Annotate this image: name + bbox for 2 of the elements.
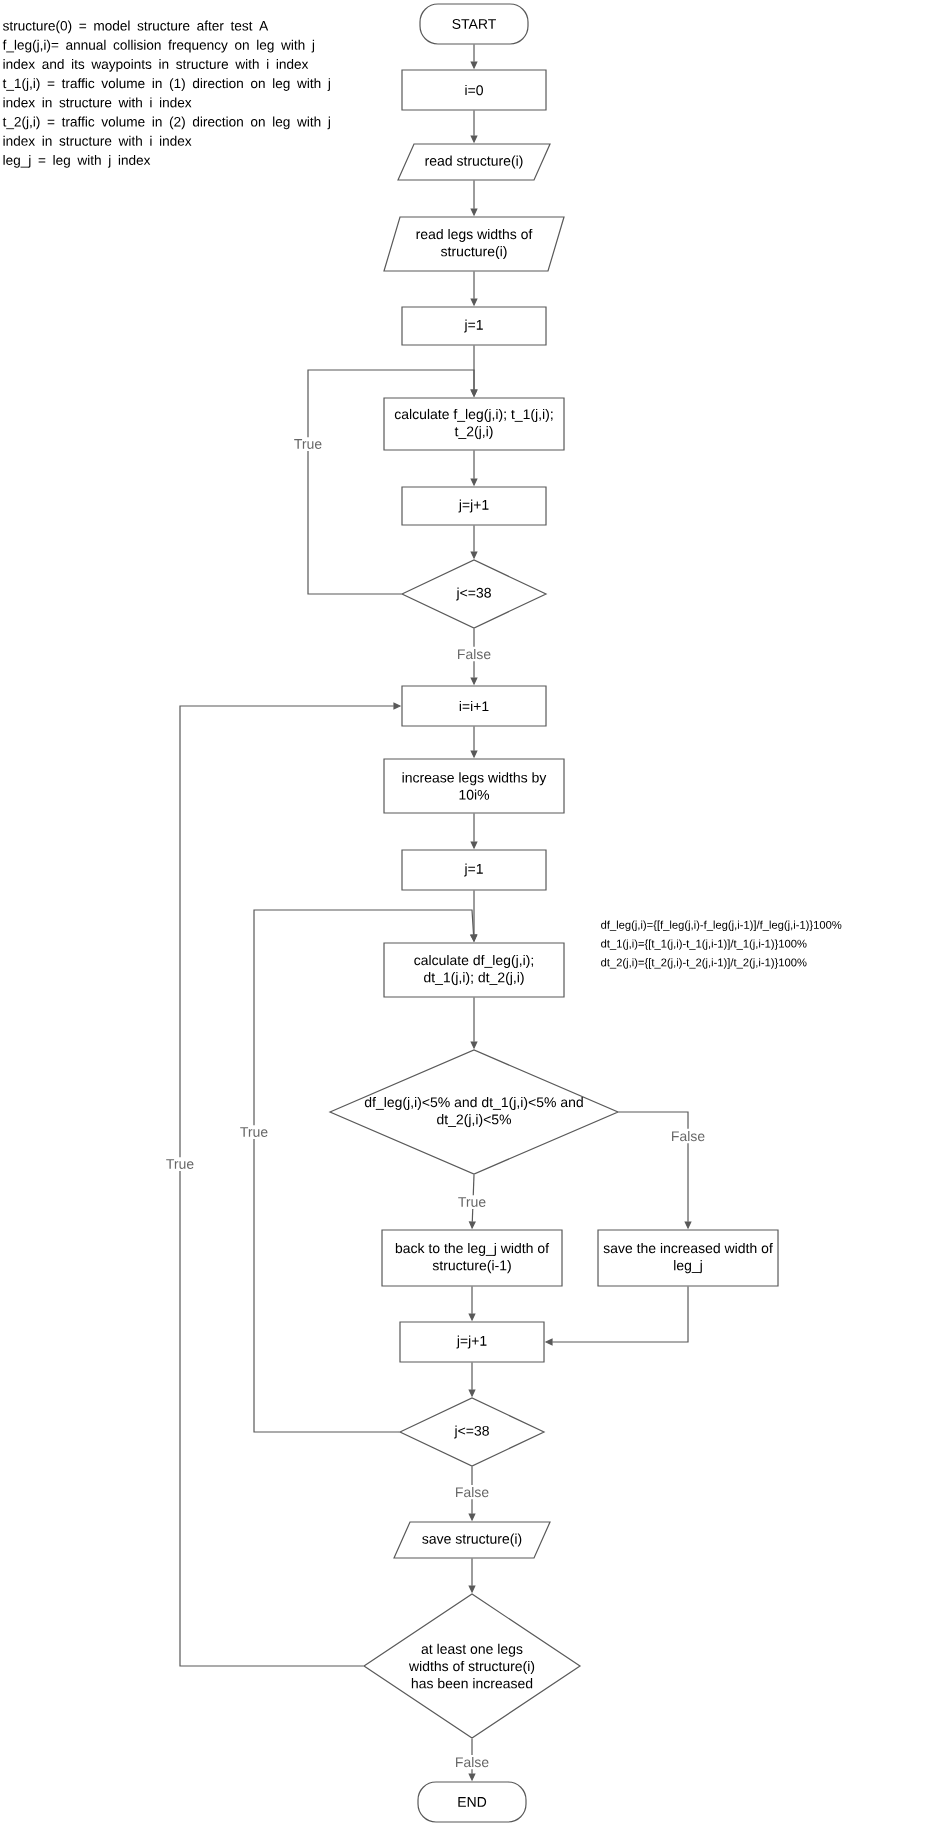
- arrow: [253, 909, 478, 1433]
- arrow: [307, 369, 478, 595]
